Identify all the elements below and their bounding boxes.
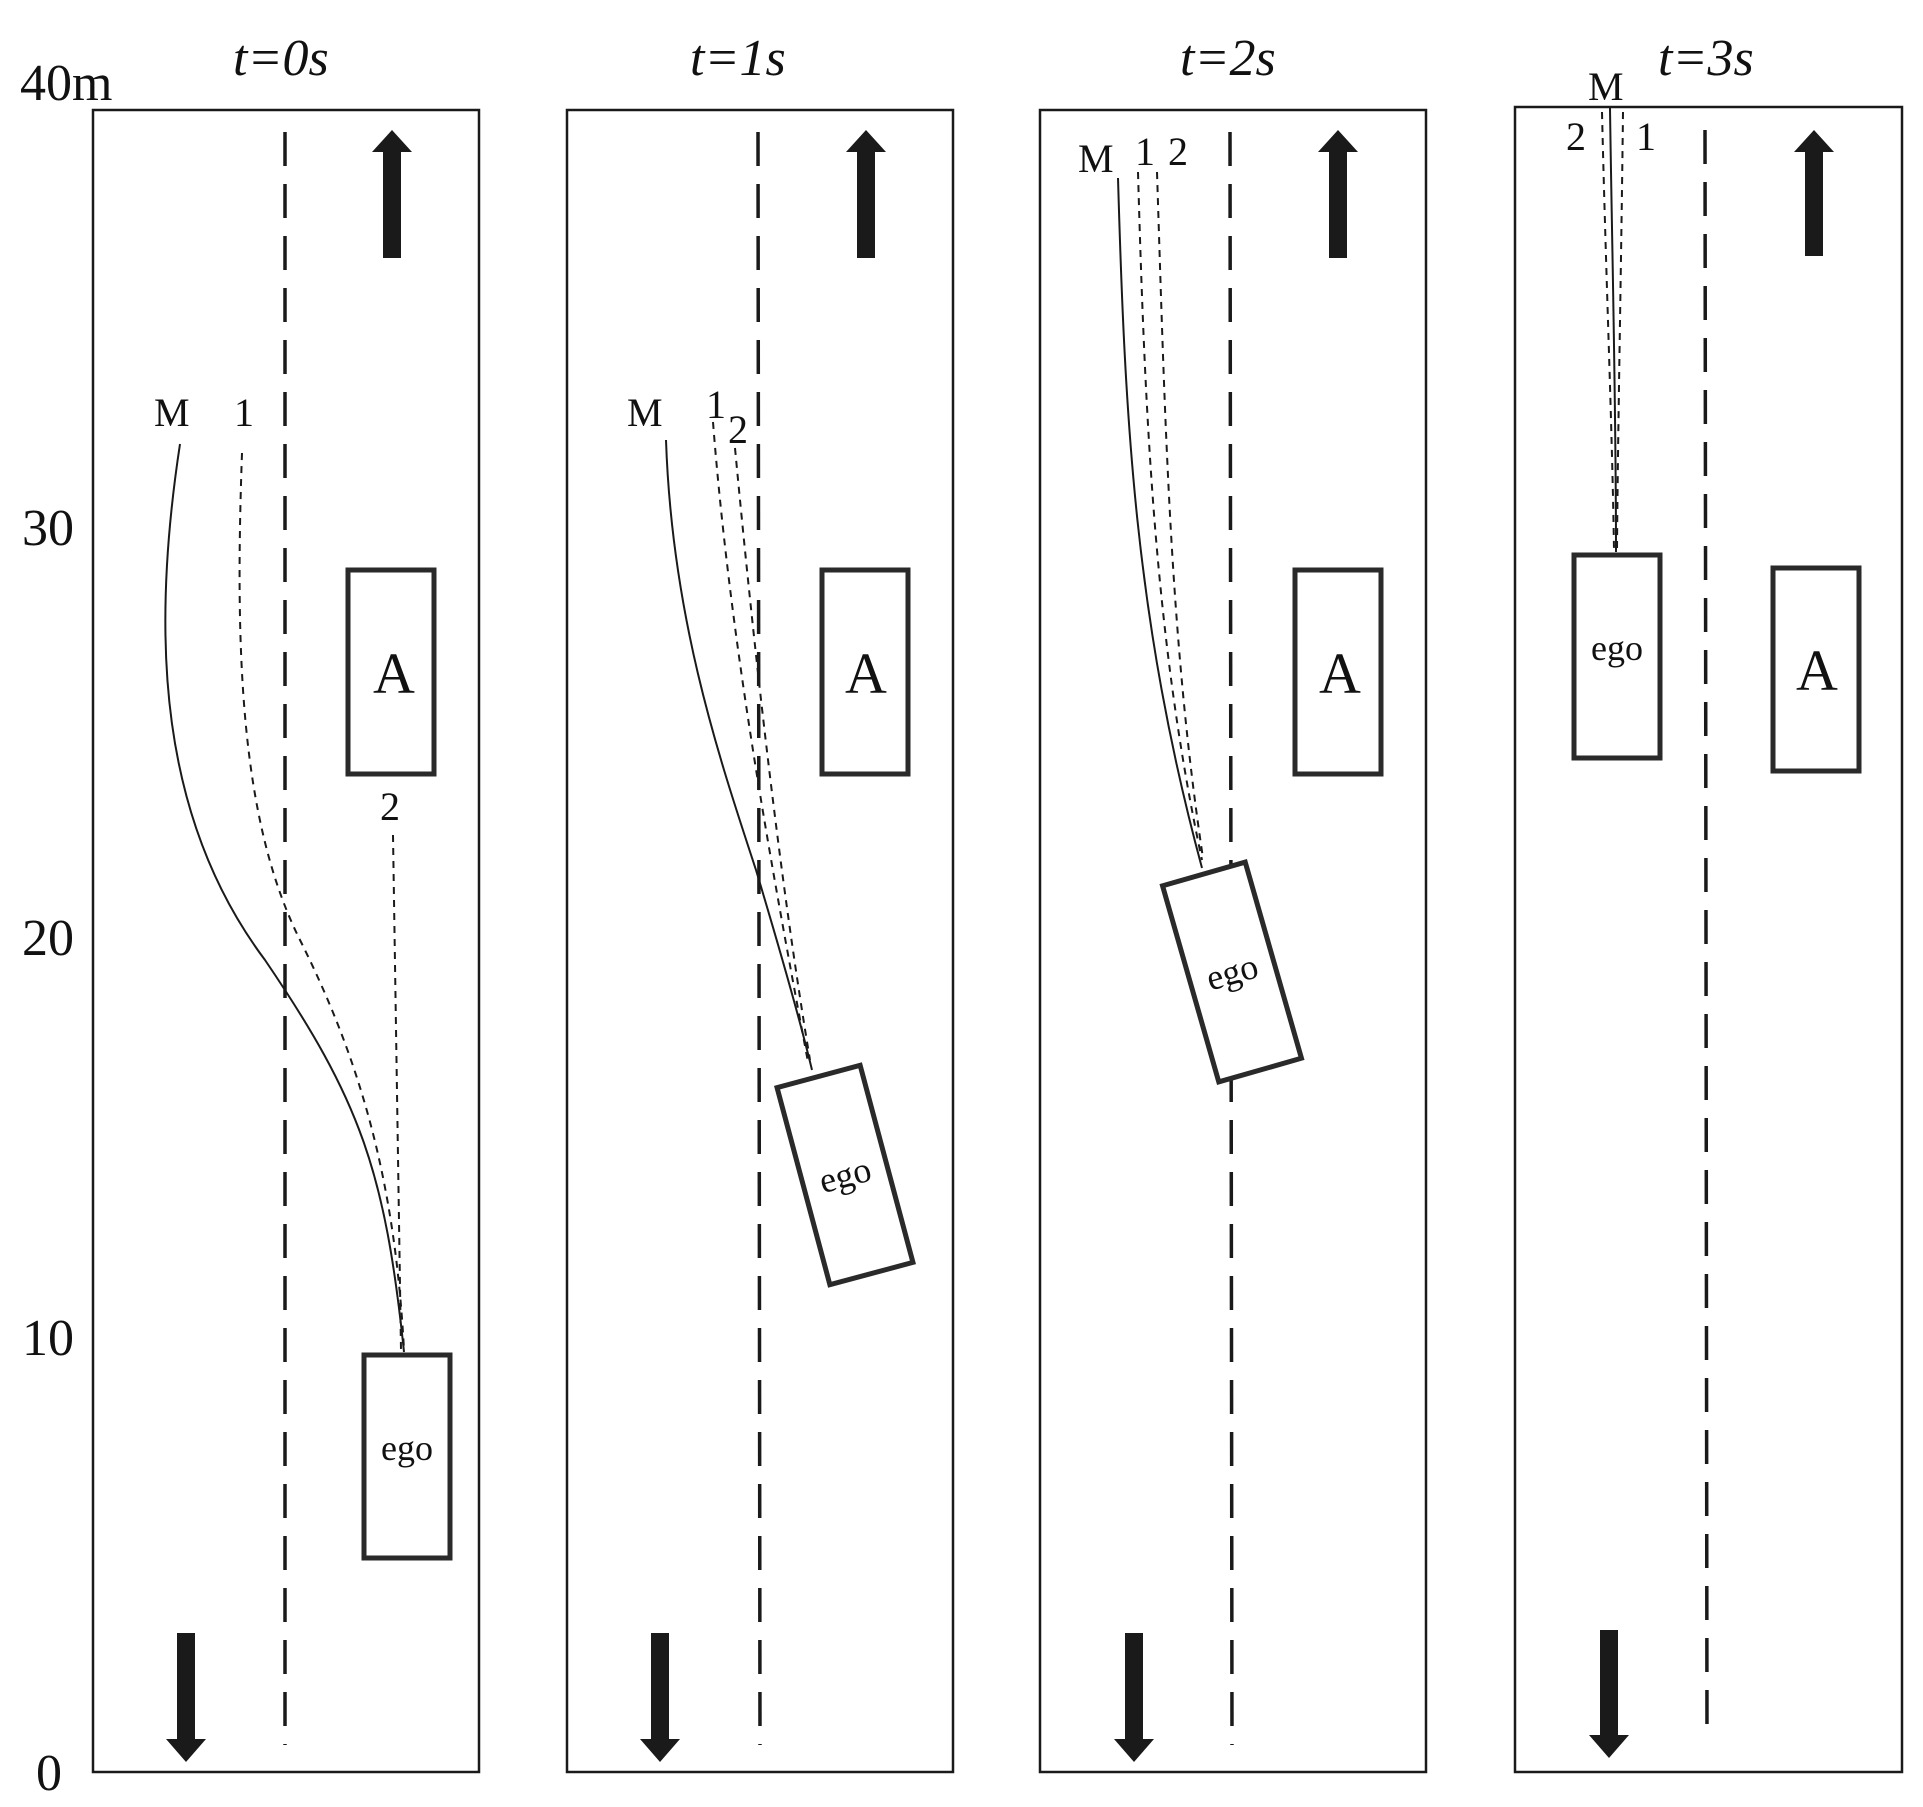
ego-car <box>774 1062 916 1288</box>
trajectory-label-m: M <box>627 390 663 435</box>
panel-title: t=2s <box>1180 30 1276 87</box>
down-arrow-icon <box>166 1633 206 1762</box>
car-a-label: A <box>1319 641 1361 706</box>
trajectory-label-m: M <box>154 390 190 435</box>
car-a-label: A <box>373 641 415 706</box>
up-arrow-icon <box>372 130 412 258</box>
y-tick-40: 40m <box>20 55 112 112</box>
trajectory-label-1: 1 <box>1636 114 1656 159</box>
trajectory-1 <box>1137 171 1203 861</box>
trajectory-m <box>665 439 813 1071</box>
panel-t3: t=3s M 2 1 A ego <box>1513 30 1904 1774</box>
ego-car <box>361 1352 453 1561</box>
ego-car <box>1159 859 1305 1085</box>
trajectory-label-2: 2 <box>380 784 400 829</box>
trajectory-label-2: 2 <box>728 407 748 452</box>
car-a <box>819 567 911 777</box>
y-tick-30: 30 <box>22 500 74 557</box>
down-arrow-icon <box>1114 1633 1154 1762</box>
trajectory-2 <box>1156 171 1204 859</box>
panel-t2: t=2s M 1 2 A ego <box>1038 30 1428 1774</box>
trajectory-label-1: 1 <box>1135 129 1155 174</box>
up-arrow-icon <box>1794 130 1834 256</box>
road-frame <box>1513 105 1904 1774</box>
trajectory-label-m: M <box>1078 136 1114 181</box>
trajectory-label-1: 1 <box>234 390 254 435</box>
car-a-label: A <box>845 641 887 706</box>
y-tick-0: 0 <box>36 1745 62 1802</box>
car-a-label: A <box>1796 638 1838 703</box>
car-a <box>1770 565 1862 774</box>
trajectory-2 <box>734 447 811 1061</box>
car-a <box>345 567 437 777</box>
panel-t1: t=1s M 1 2 A ego <box>565 30 955 1774</box>
panel-title: t=1s <box>690 30 786 87</box>
road-frame <box>565 108 955 1774</box>
lane-divider <box>1703 129 1709 1743</box>
trajectory-label-2: 2 <box>1566 114 1586 159</box>
trajectory-1 <box>238 452 405 1351</box>
trajectory-label-1: 1 <box>706 382 726 427</box>
trajectory-label-m: M <box>1588 64 1624 109</box>
trajectory-m <box>164 443 405 1353</box>
panel-title: t=3s <box>1658 30 1754 87</box>
y-tick-20: 20 <box>22 910 74 967</box>
down-arrow-icon <box>640 1633 680 1762</box>
down-arrow-icon <box>1589 1630 1629 1758</box>
trajectory-label-2: 2 <box>1168 129 1188 174</box>
ego-car-label: ego <box>1591 628 1643 668</box>
up-arrow-icon <box>1318 130 1358 258</box>
panel-title: t=0s <box>233 30 329 87</box>
trajectory-2 <box>1601 111 1615 551</box>
road-frame <box>1038 108 1428 1774</box>
car-a <box>1292 567 1384 777</box>
trajectory-m <box>1117 177 1203 869</box>
trajectory-2 <box>392 834 402 1351</box>
up-arrow-icon <box>846 130 886 258</box>
trajectory-1 <box>1616 111 1624 551</box>
ego-car-label: ego <box>381 1428 433 1468</box>
y-tick-10: 10 <box>22 1310 74 1367</box>
trajectory-m <box>1609 107 1617 553</box>
trajectory-1 <box>712 421 809 1063</box>
ego-car <box>1571 552 1663 761</box>
panel-t0: t=0s M 1 2 A ego <box>91 30 481 1774</box>
lane-divider <box>756 131 762 1746</box>
road-frame <box>91 108 481 1774</box>
